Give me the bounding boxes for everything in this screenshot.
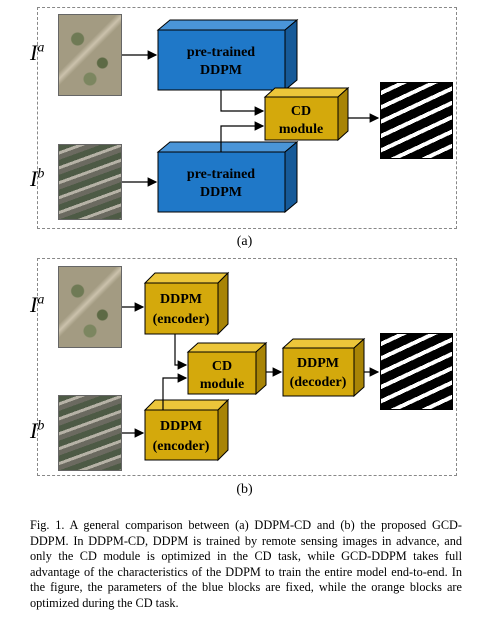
panel-b-sublabel: (b)	[236, 482, 253, 497]
input-label-ib-b: Ib	[30, 418, 45, 443]
input-image-b	[58, 144, 122, 220]
input-image-a-b	[58, 266, 122, 348]
figure-caption: Fig. 1. A general comparison between (a)…	[30, 518, 462, 610]
input-image-b-b	[58, 395, 122, 471]
input-label-ib: Ib	[30, 166, 45, 191]
change-map-output	[380, 82, 453, 159]
input-label-ia: Ia	[30, 40, 45, 65]
panel-a-frame	[37, 7, 457, 229]
change-map-output-b	[380, 333, 453, 410]
panel-a-sublabel: (a)	[236, 234, 253, 249]
input-label-ia-b: Ia	[30, 292, 45, 317]
input-image-a	[58, 14, 122, 96]
panel-b-frame	[37, 258, 457, 476]
